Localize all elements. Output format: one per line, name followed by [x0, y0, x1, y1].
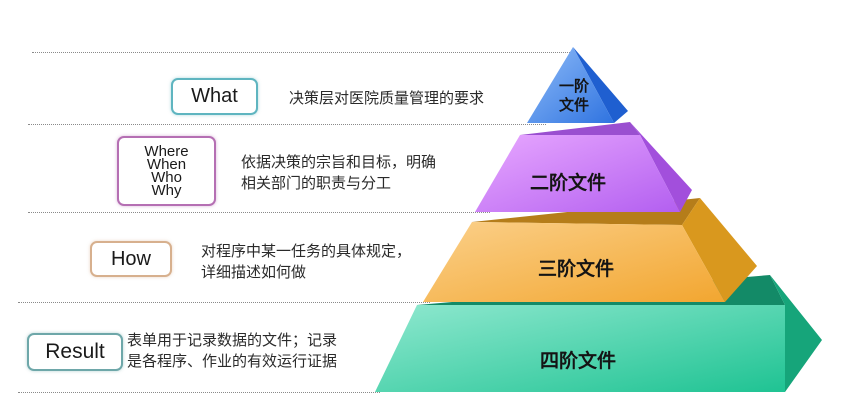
level-4-label: 四阶文件 — [540, 350, 617, 372]
what-tag: What — [171, 78, 258, 115]
level-1-label-line1: 一阶 — [558, 77, 589, 95]
description-line: 决策层对医院质量管理的要求 — [289, 89, 485, 107]
result-tag: Result — [27, 333, 123, 371]
level-2-description: 依据决策的宗旨和目标，明确 相关部门的职责与分工 — [241, 152, 436, 194]
pyramid-level-1 — [527, 47, 628, 123]
pyramid-level-2 — [475, 122, 692, 212]
separator-line-2 — [28, 124, 546, 125]
separator-line-1 — [32, 52, 572, 53]
tag-line-why: Why — [151, 182, 182, 199]
level-1-label-line2: 文件 — [558, 96, 589, 114]
description-line: 是各程序、作业的有效运行证据 — [127, 352, 338, 370]
description-line: 详细描述如何做 — [201, 263, 307, 281]
tag-line-where: Where — [144, 143, 189, 160]
level-4-description: 表单用于记录数据的文件；记录 是各程序、作业的有效运行证据 — [127, 330, 337, 372]
level-2-label: 二阶文件 — [530, 172, 607, 194]
level-1-label: 一阶 文件 — [552, 77, 596, 115]
separator-line-3 — [28, 212, 490, 213]
how-tag: How — [90, 241, 172, 277]
separator-line-4 — [18, 302, 430, 303]
level-3-description: 对程序中某一任务的具体规定， 详细描述如何做 — [201, 241, 411, 283]
tag-line-when: When — [146, 156, 187, 173]
description-line: 表单用于记录数据的文件；记录 — [127, 331, 338, 349]
where-when-who-why-tag: Where When Who Why — [117, 136, 216, 206]
description-line: 相关部门的职责与分工 — [241, 174, 392, 192]
tag-line-who: Who — [151, 169, 182, 186]
level-1-description: 决策层对医院质量管理的要求 — [289, 88, 484, 109]
separator-line-5 — [18, 392, 380, 393]
description-line: 依据决策的宗旨和目标，明确 — [241, 153, 437, 171]
description-line: 对程序中某一任务的具体规定， — [201, 242, 412, 260]
level-3-label: 三阶文件 — [538, 258, 615, 280]
pyramid-level-3 — [423, 198, 757, 302]
